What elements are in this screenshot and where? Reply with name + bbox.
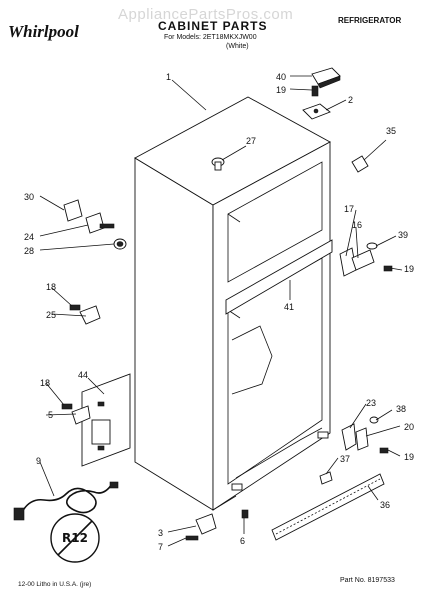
callout-9: 9 (36, 456, 41, 466)
light-socket-upper (69, 304, 101, 325)
r12-logo: R12 (50, 513, 100, 563)
callout-2: 2 (348, 95, 353, 105)
toe-grille-part-36 (271, 473, 385, 541)
divider-mullion (225, 239, 333, 315)
callout-23: 23 (366, 398, 376, 408)
callout-37: 37 (340, 454, 350, 464)
callout-5: 5 (48, 410, 53, 420)
callout-16: 16 (352, 220, 362, 230)
lower-hinge-assembly (341, 416, 389, 454)
callout-35: 35 (386, 126, 396, 136)
section-title: REFRIGERATOR (338, 16, 402, 25)
plug-part-27 (211, 157, 225, 171)
bezel-part-30 (63, 199, 83, 222)
switch-part-5 (61, 403, 111, 445)
callout-44: 44 (78, 370, 88, 380)
thermostat-part-24 (85, 212, 105, 234)
screw-part-19-top (311, 85, 319, 97)
color-line: (White) (226, 43, 249, 50)
cabinet-body (134, 96, 333, 511)
leader-lines (39, 75, 403, 547)
screw-part-6 (241, 509, 249, 519)
callout-39: 39 (398, 230, 408, 240)
power-cord-part-9 (13, 481, 119, 521)
callout-19-mid: 19 (404, 264, 414, 274)
hinge-cover-part-40 (311, 67, 341, 89)
callout-3: 3 (158, 528, 163, 538)
callout-38: 38 (396, 404, 406, 414)
footer-litho: 12-00 Litho in U.S.A. (jre) (18, 581, 92, 588)
callout-numbers: 1 40 19 2 35 27 30 24 28 18 25 17 16 39 … (24, 72, 414, 552)
callout-30: 30 (24, 192, 34, 202)
callout-25: 25 (46, 310, 56, 320)
callout-36: 36 (380, 500, 390, 510)
r12-logo-text: R12 (62, 531, 88, 545)
freezer-opening (227, 161, 323, 283)
model-line: For Models: 2ET18MKXJW00 (164, 34, 257, 41)
callout-18-lower: 18 (40, 378, 50, 388)
callout-24: 24 (24, 232, 34, 242)
callout-19-low: 19 (404, 452, 414, 462)
callout-41: 41 (284, 302, 294, 312)
callout-1: 1 (166, 72, 171, 82)
control-assembly (63, 199, 127, 250)
callout-27: 27 (246, 136, 256, 146)
callout-20: 20 (404, 422, 414, 432)
callout-28: 28 (24, 246, 34, 256)
brand-logo: Whirlpool (8, 22, 79, 41)
cabinet-left-side (134, 157, 214, 511)
footer-part-number: Part No. 8197533 (340, 577, 395, 584)
callout-7: 7 (158, 542, 163, 552)
middle-hinge-assembly (339, 242, 393, 277)
callout-18-upper: 18 (46, 282, 56, 292)
watermark: AppliancePartsPros.com (118, 6, 294, 23)
callout-40: 40 (276, 72, 286, 82)
top-hinge-part-2 (302, 103, 331, 120)
cabinet-front-frame (212, 141, 331, 511)
lower-hinge-part-3 (185, 513, 217, 541)
page-title: CABINET PARTS (158, 19, 268, 33)
callout-17: 17 (344, 204, 354, 214)
callout-6: 6 (240, 536, 245, 546)
callout-19-top: 19 (276, 85, 286, 95)
